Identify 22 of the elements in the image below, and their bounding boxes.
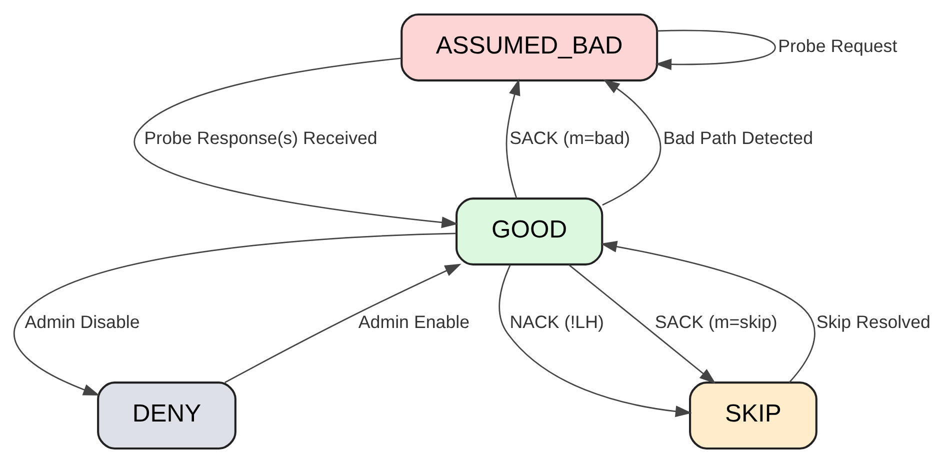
arrow <box>134 58 458 228</box>
arrow <box>224 264 462 384</box>
arrow <box>602 79 662 206</box>
arrow <box>600 240 816 383</box>
arrow <box>498 264 692 418</box>
edge-label: Skip Resolved <box>816 312 930 332</box>
edge-label: NACK (!LH) <box>510 312 604 332</box>
node-box: GOOD <box>456 198 604 266</box>
edge-label: SACK (m=skip) <box>654 312 778 332</box>
edge-label: SACK (m=bad) <box>510 128 630 148</box>
arrow <box>506 78 520 199</box>
edge-label: Probe Request <box>778 36 898 56</box>
edge-label: Admin Disable <box>24 312 140 332</box>
edge-label: Admin Enable <box>358 312 470 332</box>
edge-label: Probe Response(s) Received <box>144 128 378 148</box>
node-box: DENY <box>97 382 236 450</box>
node-box: SKIP <box>689 382 818 450</box>
arrow <box>655 30 776 70</box>
arrow <box>568 264 716 384</box>
node-box: ASSUMED_BAD <box>400 13 658 82</box>
arrow <box>14 232 456 396</box>
edge-label: Bad Path Detected <box>663 128 814 148</box>
